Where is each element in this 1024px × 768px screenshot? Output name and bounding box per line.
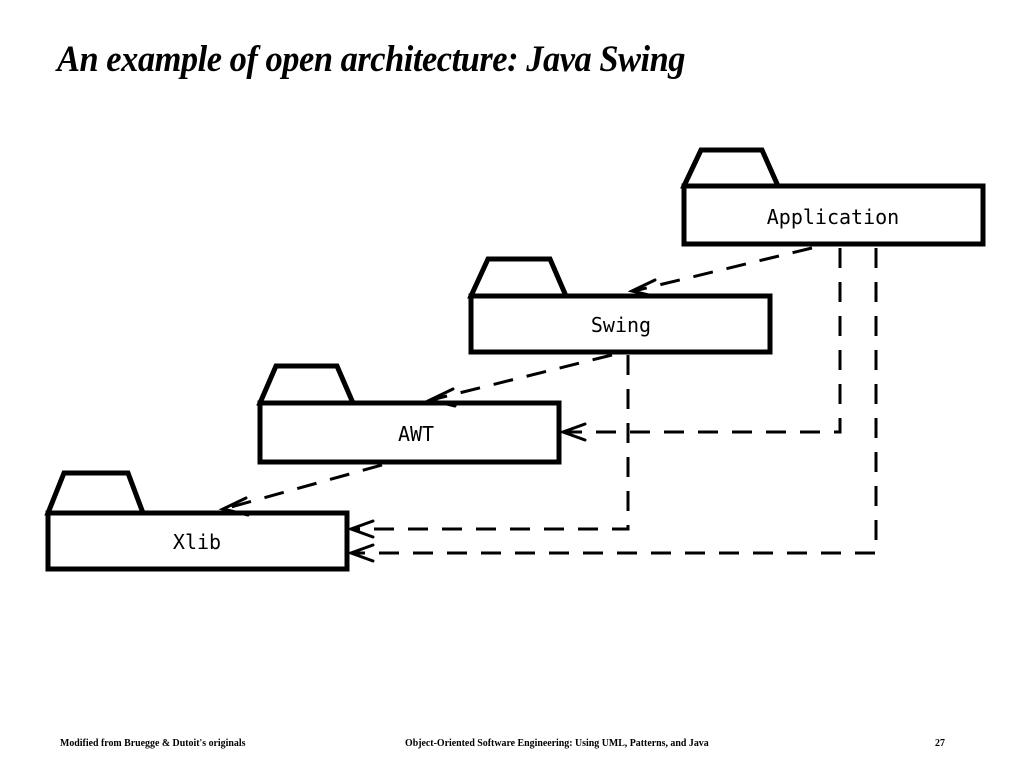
package-label: AWT	[398, 422, 434, 446]
package-tab	[680, 147, 782, 189]
arrowhead-icon	[627, 278, 659, 299]
package-body	[257, 400, 562, 465]
package-application[interactable]: Application	[680, 147, 986, 247]
package-label: Xlib	[173, 530, 221, 554]
package-tab	[44, 470, 147, 516]
slide-title: An example of open architecture: Java Sw…	[57, 39, 686, 80]
package-body	[45, 510, 350, 572]
package-tab	[256, 363, 357, 406]
dependency-application-swing[interactable]	[633, 246, 813, 293]
arrowhead-icon	[346, 519, 375, 539]
footer-attribution: Modified from Bruegge & Dutoit's origina…	[60, 737, 246, 749]
arrowhead-icon	[218, 496, 250, 517]
package-body	[468, 293, 773, 355]
package-awt[interactable]: AWT	[256, 363, 562, 465]
arrowhead-icon	[346, 543, 375, 563]
dependency-swing-xlib[interactable]	[351, 355, 630, 531]
arrowhead-icon	[558, 422, 587, 442]
package-label: Swing	[591, 313, 651, 337]
dependency-application-awt[interactable]	[563, 248, 842, 434]
dependency-swing-awt[interactable]	[430, 353, 613, 402]
package-xlib[interactable]: Xlib	[44, 470, 350, 572]
package-body	[681, 183, 986, 247]
arrowhead-icon	[425, 387, 457, 408]
package-swing[interactable]: Swing	[467, 256, 773, 355]
page-number: 27	[935, 737, 945, 749]
package-tab	[467, 256, 570, 299]
dependency-application-xlib[interactable]	[351, 248, 878, 555]
package-label: Application	[767, 205, 899, 229]
dependency-awt-xlib[interactable]	[223, 463, 383, 511]
footer-book-title: Object-Oriented Software Engineering: Us…	[405, 737, 709, 749]
